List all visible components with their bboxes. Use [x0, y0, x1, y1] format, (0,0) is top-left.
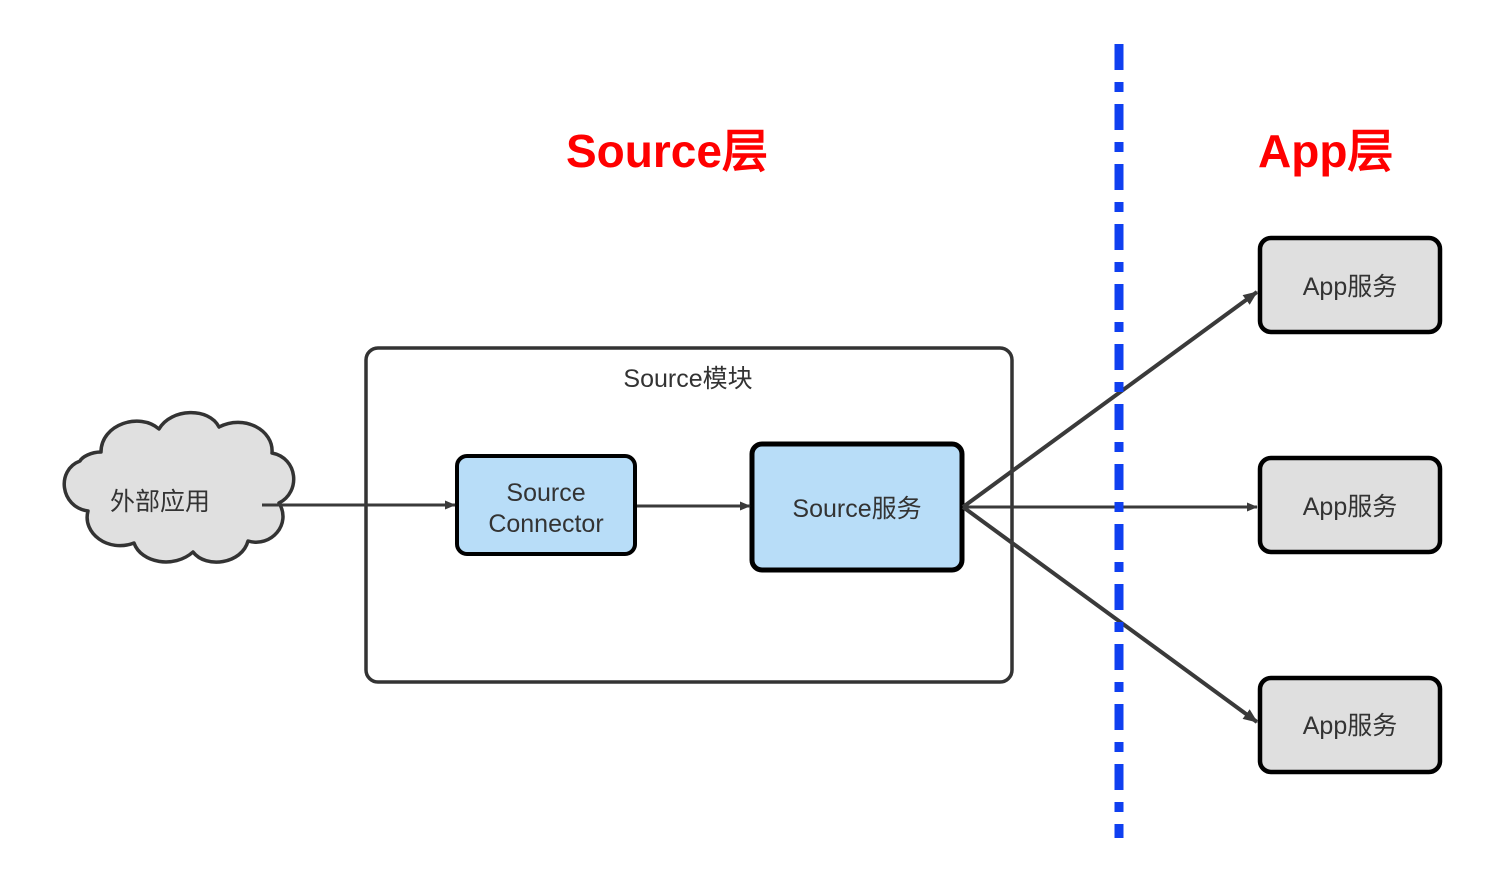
- arrow-service-to-app-1: [961, 290, 1259, 509]
- app-layer-title: App层: [1258, 125, 1394, 177]
- source-module-container[interactable]: [364, 346, 1014, 684]
- source-layer-title: Source层: [566, 125, 768, 177]
- external-app-cloud[interactable]: [62, 410, 296, 564]
- app-service-box-1[interactable]: [1257, 235, 1443, 335]
- arrow-service-to-app-3: [961, 505, 1259, 724]
- source-connector-box[interactable]: [455, 454, 637, 556]
- source-service-box[interactable]: [749, 441, 965, 573]
- app-service-box-2[interactable]: [1257, 455, 1443, 555]
- app-service-box-3[interactable]: [1257, 675, 1443, 775]
